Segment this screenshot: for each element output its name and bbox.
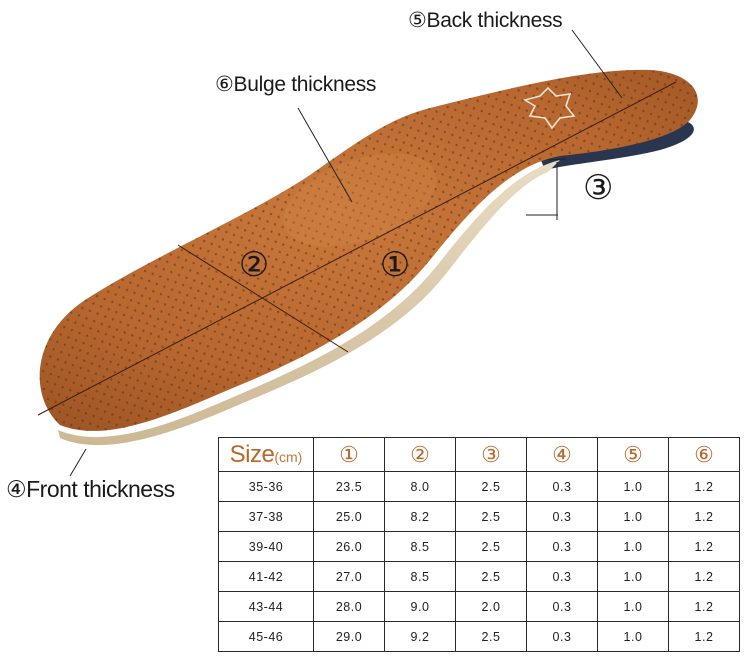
thickness-cell: 2.5 [455, 531, 527, 562]
front-thickness-label: ④Front thickness [6, 476, 175, 502]
thickness-cell: 0.3 [526, 471, 598, 502]
thickness-cell: 0.3 [526, 591, 598, 622]
thickness-cell: 25.0 [313, 501, 385, 532]
thickness-cell: 1.0 [597, 501, 669, 532]
column-header: ① [313, 437, 385, 472]
size-header: Size(cm) [218, 437, 314, 472]
thickness-cell: 0.3 [526, 531, 598, 562]
size-range-cell: 43-44 [218, 591, 314, 622]
size-header-label: Size [229, 440, 275, 468]
thickness-cell: 9.0 [384, 591, 456, 622]
back-thickness-label: ⑤Back thickness [408, 9, 563, 32]
size-range-cell: 45-46 [218, 621, 314, 652]
length-line [37, 81, 677, 416]
thickness-cell: 9.2 [384, 621, 456, 652]
thickness-cell: 27.0 [313, 561, 385, 592]
column-header: ⑤ [597, 437, 669, 472]
insole-edge [58, 160, 560, 446]
size-unit-label: (cm) [274, 448, 303, 465]
thickness-cell: 23.5 [313, 471, 385, 502]
thickness-cell: 26.0 [313, 531, 385, 562]
column-header: ⑥ [668, 437, 740, 472]
front-pointer [69, 448, 87, 477]
column-header: ② [384, 437, 456, 472]
size-range-cell: 35-36 [218, 471, 314, 502]
thickness-cell: 1.2 [668, 531, 740, 562]
thickness-cell: 8.0 [384, 471, 456, 502]
thickness-cell: 8.5 [384, 561, 456, 592]
point-2-label: ② [239, 245, 269, 285]
thickness-cell: 1.2 [668, 591, 740, 622]
thickness-cell: 2.0 [455, 591, 527, 622]
size-range-cell: 39-40 [218, 531, 314, 562]
thickness-cell: 28.0 [313, 591, 385, 622]
width-line [177, 244, 349, 353]
size-range-cell: 37-38 [218, 501, 314, 532]
thickness-cell: 8.5 [384, 531, 456, 562]
thickness-cell: 1.2 [668, 621, 740, 652]
thickness-cell: 2.5 [455, 501, 527, 532]
thickness-cell: 1.0 [597, 531, 669, 562]
thickness-cell: 1.0 [597, 561, 669, 592]
point-1-label: ① [380, 245, 410, 285]
thickness-cell: 1.0 [597, 471, 669, 502]
column-header: ④ [526, 437, 598, 472]
thickness-top [547, 158, 567, 161]
thickness-cell: 1.0 [597, 591, 669, 622]
thickness-cell: 2.5 [455, 471, 527, 502]
bulge-thickness-label: ⑥Bulge thickness [215, 73, 377, 96]
leather-logo-icon [522, 86, 576, 130]
bulge-pointer [297, 107, 353, 203]
thickness-cell: 29.0 [313, 621, 385, 652]
thickness-cell: 1.2 [668, 501, 740, 532]
thickness-cell: 8.2 [384, 501, 456, 532]
thickness-cell: 1.2 [668, 471, 740, 502]
point-3-label: ③ [583, 169, 614, 207]
thickness-cell: 0.3 [526, 561, 598, 592]
table-header-row: Size(cm) ① ② ③ ④ ⑤ ⑥ [218, 437, 740, 472]
arch-bulge [283, 153, 437, 247]
column-header: ③ [455, 437, 527, 472]
size-range-cell: 41-42 [218, 561, 314, 592]
back-pointer [571, 29, 623, 99]
thickness-cell: 1.0 [597, 621, 669, 652]
thickness-cell: 0.3 [526, 621, 598, 652]
thickness-cell: 0.3 [526, 501, 598, 532]
thickness-cell: 1.2 [668, 561, 740, 592]
thickness-cell: 2.5 [455, 561, 527, 592]
thickness-cell: 2.5 [455, 621, 527, 652]
